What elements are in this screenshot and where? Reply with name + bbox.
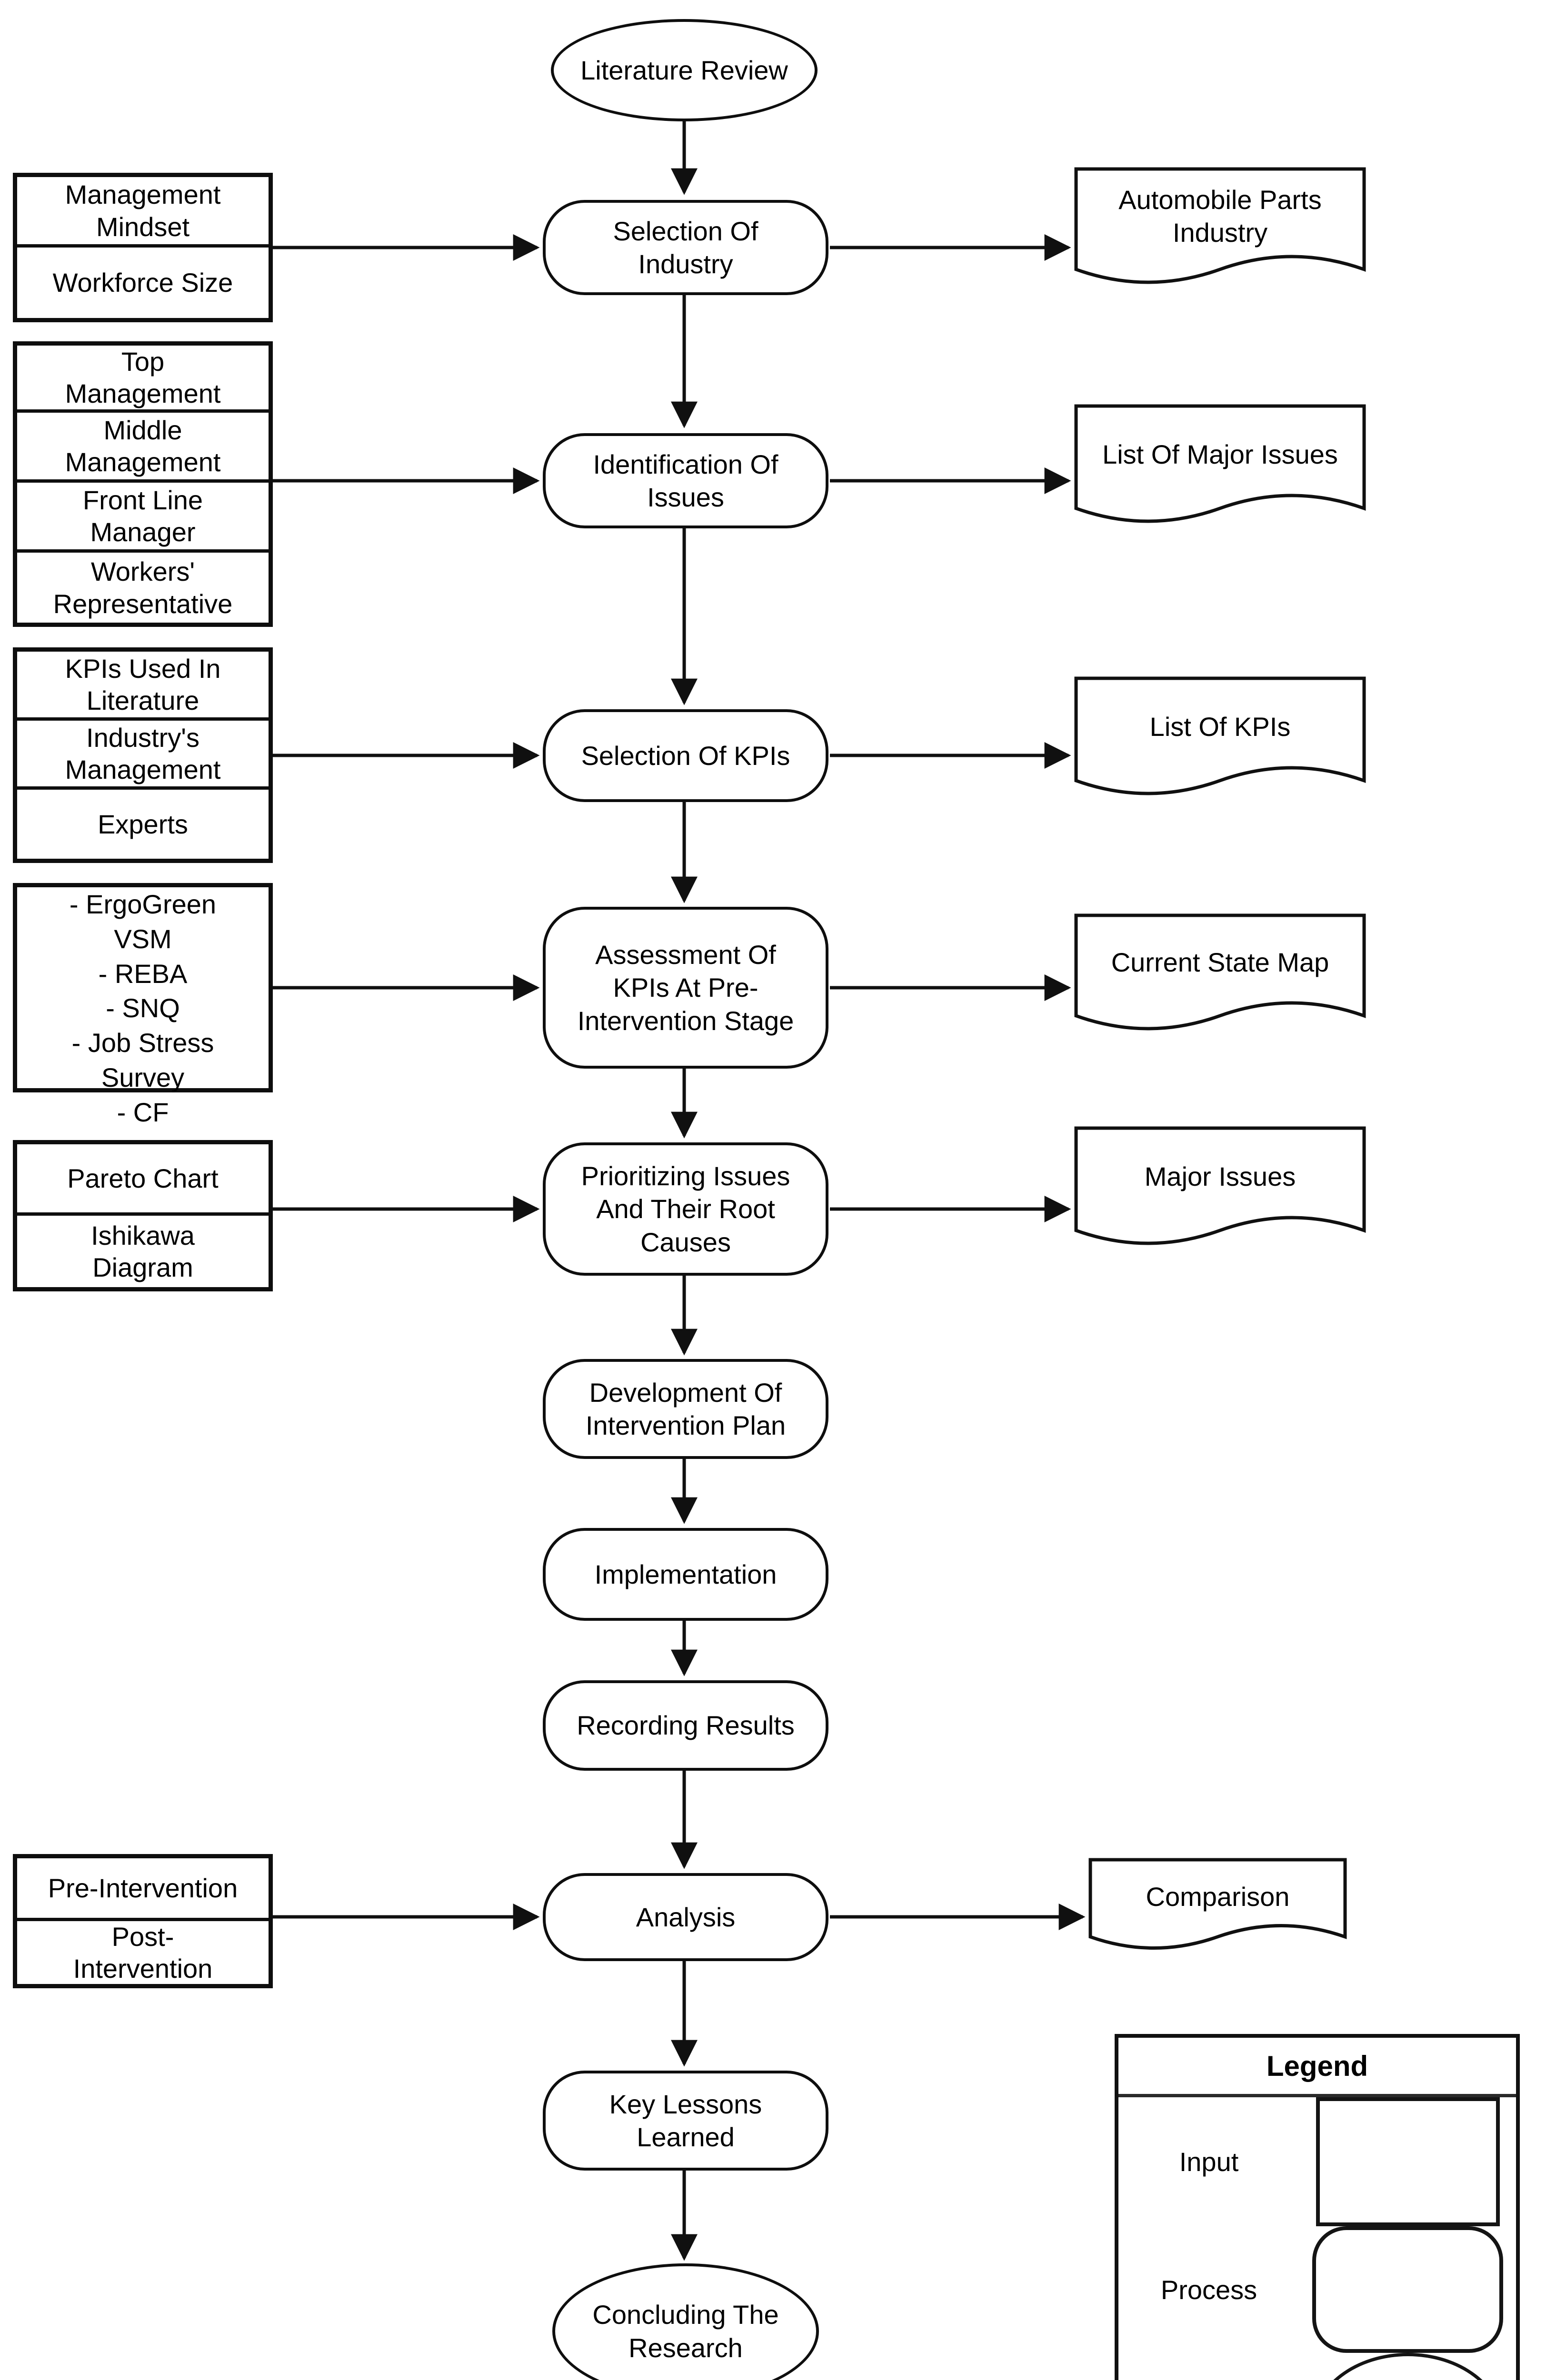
- input-cell: Ishikawa Diagram: [91, 1220, 195, 1282]
- tool-list-item: - ErgoGreen VSM: [69, 889, 217, 954]
- process-label-line: Identification Of: [593, 449, 778, 479]
- legend-title: Legend: [1118, 2038, 1516, 2097]
- document-shape: [1074, 404, 1366, 523]
- process-label-line: Assessment Of: [595, 939, 776, 970]
- input-cell: Pre-Intervention: [17, 1858, 269, 1921]
- legend-row-process: Process: [1118, 2226, 1516, 2353]
- legend-shape-area: [1299, 2097, 1516, 2226]
- input-box-industry-selection-criteria: Management Mindset Workforce Size: [13, 173, 273, 322]
- process-recording-results: Recording Results: [543, 1680, 828, 1771]
- end-node-label-line2: Research: [628, 2332, 743, 2363]
- end-node-label-line1: Concluding The: [592, 2300, 779, 2330]
- process-identification-of-issues: Identification Of Issues: [543, 433, 828, 528]
- output-label: Automobile Parts Industry: [1118, 184, 1322, 248]
- process-label-line: Recording Results: [577, 1710, 795, 1741]
- output-label: List Of Major Issues: [1102, 439, 1338, 469]
- process-label-line: Analysis: [636, 1902, 736, 1932]
- input-box-analysis-stages: Pre-Intervention Post-Intervention: [13, 1854, 273, 1988]
- document-shape: [1074, 1126, 1366, 1245]
- input-cell: Management Mindset: [17, 177, 269, 248]
- input-cell: Experts: [98, 809, 188, 839]
- output-list-of-kpis: List Of KPIs: [1074, 676, 1366, 812]
- document-shape: [1074, 167, 1366, 284]
- process-label-line: And Their Root: [596, 1194, 775, 1224]
- output-current-state-map: Current State Map: [1074, 913, 1366, 1046]
- input-box-prioritization-tools: Pareto Chart Ishikawa Diagram: [13, 1140, 273, 1291]
- input-cell: Top Management: [17, 346, 269, 413]
- document-shape: [1074, 676, 1366, 795]
- process-label-line: Selection Of KPIs: [581, 740, 790, 771]
- tool-list-item: - REBA: [98, 958, 188, 989]
- legend-box: Legend Input Process Start/Finish Output: [1115, 2034, 1520, 2380]
- process-label-line: Industry: [638, 249, 733, 279]
- input-cell: Workers' Representative: [53, 556, 233, 619]
- output-list-of-major-issues: List Of Major Issues: [1074, 404, 1366, 539]
- process-label-line: Intervention Stage: [577, 1005, 794, 1036]
- start-node-literature-review: Literature Review: [551, 19, 818, 121]
- output-comparison: Comparison: [1088, 1857, 1347, 1964]
- process-label-line: Key Lessons: [609, 2089, 762, 2119]
- input-cell: Workforce Size: [52, 268, 233, 298]
- process-label-line: Issues: [647, 482, 724, 512]
- process-label-line: Development Of: [589, 1377, 782, 1408]
- legend-row-input: Input: [1118, 2097, 1516, 2226]
- process-implementation: Implementation: [543, 1528, 828, 1621]
- legend-rectangle-shape: [1316, 2097, 1500, 2226]
- legend-rounded-rectangle-shape: [1312, 2226, 1503, 2353]
- process-label-line: Implementation: [594, 1559, 777, 1589]
- process-assessment-of-kpis: Assessment Of KPIs At Pre- Intervention …: [543, 907, 828, 1069]
- process-development-of-intervention-plan: Development Of Intervention Plan: [543, 1359, 828, 1459]
- process-label-line: Causes: [640, 1227, 731, 1257]
- input-box-kpi-sources: KPIs Used In Literature Industry's Manag…: [13, 647, 273, 863]
- document-shape: [1074, 913, 1366, 1031]
- legend-row-start-finish: Start/Finish: [1118, 2353, 1516, 2380]
- process-label-line: Learned: [637, 2122, 735, 2152]
- input-cell: KPIs Used In Literature: [17, 652, 269, 721]
- input-cell: Front Line Manager: [17, 483, 269, 553]
- process-label-line: Intervention Plan: [585, 1410, 786, 1440]
- legend-shape-area: [1299, 2226, 1516, 2353]
- output-label: Current State Map: [1111, 947, 1329, 978]
- start-node-label: Literature Review: [580, 55, 788, 85]
- output-automobile-parts-industry: Automobile Parts Industry: [1074, 167, 1366, 300]
- process-label-line: KPIs At Pre-: [613, 972, 758, 1003]
- output-label: Major Issues: [1144, 1161, 1296, 1191]
- legend-label-process: Process: [1160, 2274, 1257, 2305]
- legend-shape-area: [1299, 2353, 1516, 2380]
- process-selection-of-industry: Selection Of Industry: [543, 200, 828, 295]
- input-cell: Pareto Chart: [17, 1144, 269, 1216]
- input-cell: Middle Management: [17, 413, 269, 483]
- tool-list-item: - CF: [117, 1097, 169, 1127]
- legend-label-input: Input: [1179, 2147, 1239, 2177]
- process-label-line: Prioritizing Issues: [581, 1160, 790, 1191]
- document-shape: [1088, 1858, 1347, 1950]
- tool-list-item: - Job Stress Survey: [71, 1028, 214, 1092]
- output-label: Comparison: [1146, 1881, 1290, 1912]
- process-key-lessons-learned: Key Lessons Learned: [543, 2071, 828, 2171]
- input-box-assessment-tools: - ErgoGreen VSM - REBA - SNQ - Job Stres…: [13, 883, 273, 1127]
- input-cell: Industry's Management: [17, 721, 269, 790]
- end-node-concluding-research: Concluding The Research: [552, 2263, 819, 2380]
- input-box-stakeholders: Top Management Middle Management Front L…: [13, 341, 273, 627]
- input-cell-tool-list: - ErgoGreen VSM - REBA - SNQ - Job Stres…: [17, 887, 269, 1130]
- process-label-line: Selection Of: [613, 216, 758, 246]
- output-major-issues: Major Issues: [1074, 1126, 1366, 1261]
- legend-ellipse-shape: [1311, 2353, 1504, 2380]
- output-label: List Of KPIs: [1149, 711, 1291, 742]
- process-selection-of-kpis: Selection Of KPIs: [543, 709, 828, 802]
- input-cell: Post-Intervention: [73, 1921, 213, 1983]
- process-analysis: Analysis: [543, 1873, 828, 1961]
- process-prioritizing-issues: Prioritizing Issues And Their Root Cause…: [543, 1142, 828, 1276]
- tool-list-item: - SNQ: [106, 993, 180, 1023]
